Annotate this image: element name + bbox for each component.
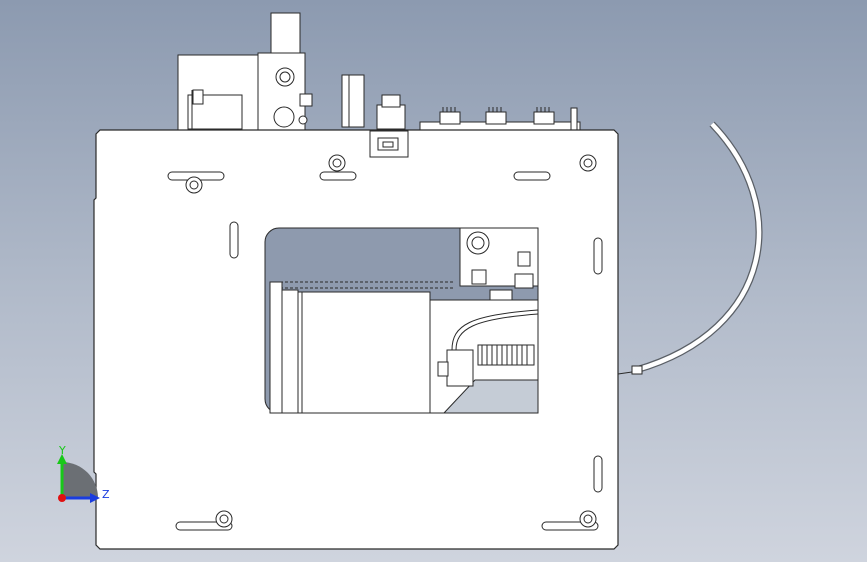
z-axis-label: Z [102,488,110,501]
usb-socket-front [369,130,409,158]
axis-triad-sector [62,462,98,498]
connector-block [341,74,365,128]
y-axis-arrow [57,454,67,464]
z-axis-arrow [90,493,100,503]
motor-bracket-left [177,54,259,132]
mounting-holes [185,154,597,528]
usb-port [376,94,406,130]
x-axis-dot [58,494,66,502]
vertical-post [257,12,313,132]
axis-triad: Y Z [57,444,110,503]
y-axis-label: Y [58,444,66,457]
mounting-slots [167,171,603,531]
cable [617,121,763,375]
header-connectors [419,107,581,131]
internal-parts [269,227,539,414]
